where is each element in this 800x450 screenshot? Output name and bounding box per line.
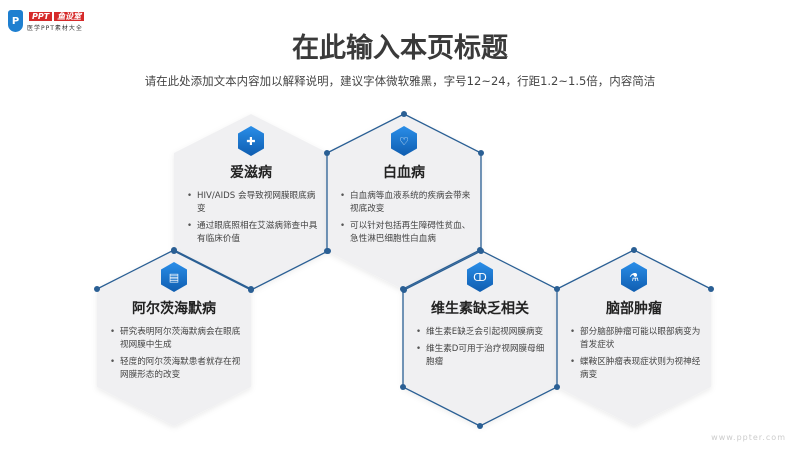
bullet-item: 通过眼底照相在艾滋病筛查中具有临床价值: [187, 220, 321, 246]
vertex-dot: [400, 286, 406, 292]
card-title: 白血病: [383, 165, 425, 181]
bullet-item: 蝶鞍区肿瘤表现症状则为视神经病变: [570, 356, 704, 382]
card-title: 维生素缺乏相关: [431, 301, 529, 317]
page-title: 在此输入本页标题: [292, 33, 508, 64]
bullet-item: HIV/AIDS 会导致视网膜眼底病变: [187, 190, 321, 216]
disease-card: ⚗ 脑部肿瘤部分脑部肿瘤可能以眼部病变为首发症状蝶鞍区肿瘤表现症状则为视神经病变: [564, 262, 704, 386]
logo-tag: 鱼设室: [54, 11, 85, 21]
vertex-dot: [171, 247, 177, 253]
vertex-dot: [478, 150, 484, 156]
card-title: 爱滋病: [230, 165, 272, 181]
vertex-dot: [400, 384, 406, 390]
bullet-item: 部分脑部肿瘤可能以眼部病变为首发症状: [570, 326, 704, 352]
vertex-dot: [554, 384, 560, 390]
logo-brand: PPT: [29, 11, 53, 21]
vertex-dot: [324, 150, 330, 156]
bullet-item: 研究表明阿尔茨海默病会在眼底视网膜中生成: [110, 326, 244, 352]
disease-card: ♡ 白血病白血病等血液系统的疾病会带来视底改变可以针对包括再生障碍性贫血、急性淋巴…: [334, 126, 474, 250]
card-title: 阿尔茨海默病: [132, 301, 216, 317]
bullet-item: 白血病等血液系统的疾病会带来视底改变: [340, 190, 474, 216]
vertex-dot: [554, 286, 560, 292]
disease-card: ↀ 维生素缺乏相关维生素E缺乏会引起视网膜病变维生素D可用于治疗视网膜母细胞瘤: [410, 262, 550, 373]
heart-pulse-icon: ♡: [391, 126, 417, 156]
lungs-icon: ↀ: [467, 262, 493, 292]
card-title: 脑部肿瘤: [606, 301, 662, 317]
vertex-dot: [325, 248, 331, 254]
vertex-dot: [708, 286, 714, 292]
bullet-list: 部分脑部肿瘤可能以眼部病变为首发症状蝶鞍区肿瘤表现症状则为视神经病变: [564, 326, 704, 382]
vertex-dot: [477, 423, 483, 429]
plus-diamond-icon: ✚: [238, 126, 264, 156]
bullet-item: 轻度的阿尔茨海默患者就存在视网膜形态的改变: [110, 356, 244, 382]
microscope-icon: ⚗: [621, 262, 647, 292]
bullet-item: 维生素E缺乏会引起视网膜病变: [416, 326, 550, 339]
shield-p-icon: P: [8, 10, 23, 32]
vertex-dot: [94, 286, 100, 292]
disease-card: ✚ 爱滋病 HIV/AIDS 会导致视网膜眼底病变通过眼底照相在艾滋病筛查中具有临床…: [181, 126, 321, 250]
bullet-list: HIV/AIDS 会导致视网膜眼底病变通过眼底照相在艾滋病筛查中具有临床价值: [181, 190, 321, 246]
watermark: www.ppter.com: [711, 433, 786, 442]
bullet-item: 维生素D可用于治疗视网膜母细胞瘤: [416, 343, 550, 369]
logo-subtitle: 医学PPT素材大全: [27, 24, 83, 32]
vertex-dot: [631, 247, 637, 253]
vertex-dot: [401, 111, 407, 117]
bullet-list: 白血病等血液系统的疾病会带来视底改变可以针对包括再生障碍性贫血、急性淋巴细胞性白…: [334, 190, 474, 246]
medical-chart-icon: ▤: [161, 262, 187, 292]
vertex-dot: [477, 247, 483, 253]
bullet-item: 可以针对包括再生障碍性贫血、急性淋巴细胞性白血病: [340, 220, 474, 246]
bullet-list: 研究表明阿尔茨海默病会在眼底视网膜中生成轻度的阿尔茨海默患者就存在视网膜形态的改…: [104, 326, 244, 382]
vertex-dot: [248, 286, 254, 292]
page-subtitle: 请在此处添加文本内容加以解释说明，建议字体微软雅黑，字号12~24，行距1.2~…: [144, 74, 656, 88]
bullet-list: 维生素E缺乏会引起视网膜病变维生素D可用于治疗视网膜母细胞瘤: [410, 326, 550, 369]
disease-card: ▤ 阿尔茨海默病研究表明阿尔茨海默病会在眼底视网膜中生成轻度的阿尔茨海默患者就存在…: [104, 262, 244, 386]
